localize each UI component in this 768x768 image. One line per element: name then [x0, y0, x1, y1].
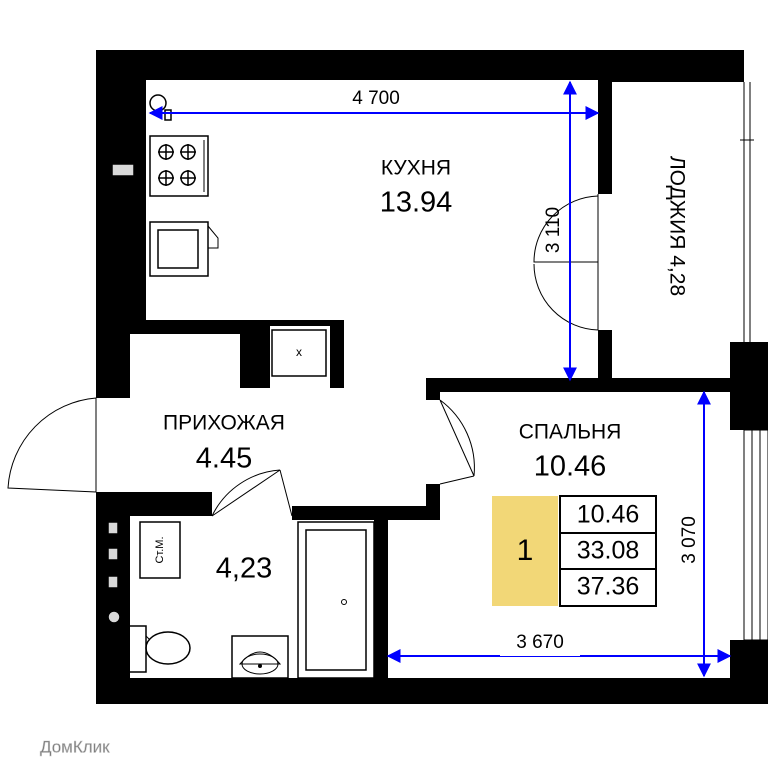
hallway-area: 4.45: [196, 443, 252, 475]
washer-label: Ст.М.: [154, 536, 166, 563]
home-logo-icon: [12, 732, 36, 754]
loggia-door-lower: [533, 263, 599, 331]
bedroom-door: [439, 399, 475, 485]
summary-total-excl-loggia: 33.08: [577, 537, 640, 565]
wall-right-bottom: [730, 640, 768, 704]
wall-top: [96, 50, 610, 80]
wall-kitchen-hall: [130, 320, 240, 334]
watermark-text: ДомКлик: [40, 737, 110, 756]
wall-loggia-upper: [598, 80, 612, 194]
wall-hall-bath-left: [96, 492, 212, 516]
wall-top-loggia: [610, 50, 744, 82]
doors: [7, 194, 599, 517]
watermark: ДомКлик: [12, 732, 110, 757]
sink-icon: [149, 94, 167, 112]
meter-icon: [112, 95, 134, 117]
dimension-kitchen-depth-label: 3 110: [543, 207, 564, 253]
bedroom-area: 10.46: [534, 451, 607, 483]
dimension-bedroom-width-label: 3 670: [516, 632, 564, 653]
hallway-name: ПРИХОЖАЯ: [163, 412, 285, 435]
meter-icon: [112, 125, 134, 147]
wall-niche-right: [330, 320, 344, 388]
wall-niche-top: [270, 320, 330, 326]
cabinet-mark: x: [296, 345, 302, 359]
dimension-lines: 4 700 3 110 3 070 3 670: [148, 80, 732, 678]
loggia-glazing: [740, 82, 768, 641]
stove-icon: [149, 135, 209, 197]
toilet-icon: [127, 625, 191, 673]
kitchen-name: КУХНЯ: [381, 157, 451, 180]
vent-icon: [111, 163, 135, 177]
washer-icon: [139, 521, 181, 579]
rooms-count: 1: [517, 534, 534, 567]
summary-total-area: 37.36: [577, 573, 640, 601]
bathroom-door: [211, 469, 293, 517]
summary-living-area: 10.46: [577, 501, 640, 529]
loggia-name: ЛОДЖИЯ 4,28: [665, 156, 688, 296]
kitchen-area: 13.94: [380, 187, 453, 219]
bathroom-area: 4,23: [216, 553, 272, 585]
wall-loggia-lower: [598, 330, 612, 390]
dimension-bedroom-depth-label: 3 070: [679, 516, 700, 564]
washbasin-icon: [231, 635, 289, 679]
bathroom-fixtures: Ст.М.: [107, 521, 375, 679]
rooms-count-badge: [492, 496, 558, 606]
wall-bedroom-left-upper: [426, 378, 440, 400]
wall-right-column: [730, 342, 768, 430]
dimension-kitchen-width-label: 4 700: [352, 88, 400, 109]
wall-bedroom-top: [426, 378, 730, 392]
fridge-icon: [149, 221, 209, 277]
bedroom-name: СПАЛЬНЯ: [519, 421, 622, 444]
wall-kitchen-inner: [130, 80, 146, 320]
entrance-door: [7, 397, 97, 493]
bathtub-icon: [297, 521, 375, 679]
room-labels: КУХНЯ 13.94 ЛОДЖИЯ 4,28 ПРИХОЖАЯ 4.45 СП…: [163, 156, 688, 585]
loggia-door-upper: [533, 195, 599, 263]
wall-kitchen-hall-step: [240, 320, 270, 388]
cabinet-icon: [271, 329, 327, 377]
walls: [96, 50, 768, 704]
area-summary: 1 10.46 33.08 37.36: [492, 495, 657, 607]
wall-hall-bath-right: [292, 506, 440, 520]
wall-bottom: [96, 678, 736, 704]
wall-bath-bedroom: [374, 506, 388, 704]
